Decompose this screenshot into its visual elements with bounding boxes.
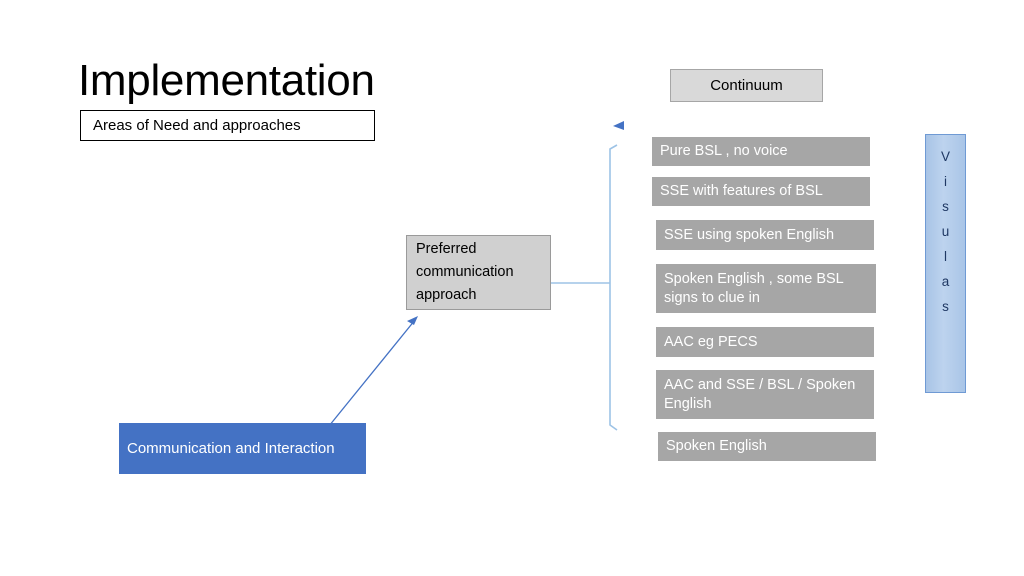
communication-interaction-label: Communication and Interaction: [127, 439, 335, 457]
subtitle-box: Areas of Need and approaches: [80, 110, 375, 141]
continuum-item-label: Spoken English , some BSL signs to clue …: [664, 270, 844, 306]
preferred-approach-label: Preferred communication approach: [416, 241, 514, 303]
communication-interaction-box[interactable]: Communication and Interaction: [119, 423, 366, 474]
continuum-header-label: Continuum: [710, 77, 783, 94]
continuum-item-2[interactable]: SSE with features of BSL: [652, 177, 870, 206]
visulas-letter: i: [944, 174, 947, 189]
continuum-item-label: AAC and SSE / BSL / Spoken English: [664, 376, 856, 412]
continuum-item-7[interactable]: Spoken English: [658, 432, 876, 461]
continuum-item-label: Pure BSL , no voice: [660, 143, 788, 159]
subtitle-text: Areas of Need and approaches: [93, 117, 301, 134]
continuum-item-label: Spoken English: [666, 438, 767, 454]
preferred-approach-box[interactable]: Preferred communication approach: [406, 235, 551, 310]
visulas-letter: a: [941, 274, 950, 289]
continuum-item-label: SSE using spoken English: [664, 226, 835, 243]
visulas-letter: l: [944, 249, 947, 264]
diagonal-connector-line: [328, 319, 416, 427]
continuum-item-label: SSE with features of BSL: [660, 183, 823, 199]
continuum-item-label: AAC eg PECS: [664, 333, 758, 350]
continuum-item-1[interactable]: Pure BSL , no voice: [652, 137, 870, 166]
continuum-item-6[interactable]: AAC and SSE / BSL / Spoken English: [656, 370, 874, 419]
visulas-letter: u: [941, 224, 950, 239]
continuum-item-5[interactable]: AAC eg PECS: [656, 327, 874, 357]
visulas-vertical-box: V i s u l a s: [925, 134, 966, 393]
page-title: Implementation: [78, 56, 375, 105]
visulas-letter: V: [940, 149, 950, 164]
continuum-item-3[interactable]: SSE using spoken English: [656, 220, 874, 250]
diagonal-arrowhead-icon: [407, 316, 418, 325]
visulas-letter: s: [942, 299, 949, 314]
continuum-item-4[interactable]: Spoken English , some BSL signs to clue …: [656, 264, 876, 313]
visulas-letter: s: [942, 199, 949, 214]
list-bracket: [609, 144, 618, 431]
bracket-arrowhead-icon: [613, 121, 624, 130]
continuum-header-box: Continuum: [670, 69, 823, 102]
